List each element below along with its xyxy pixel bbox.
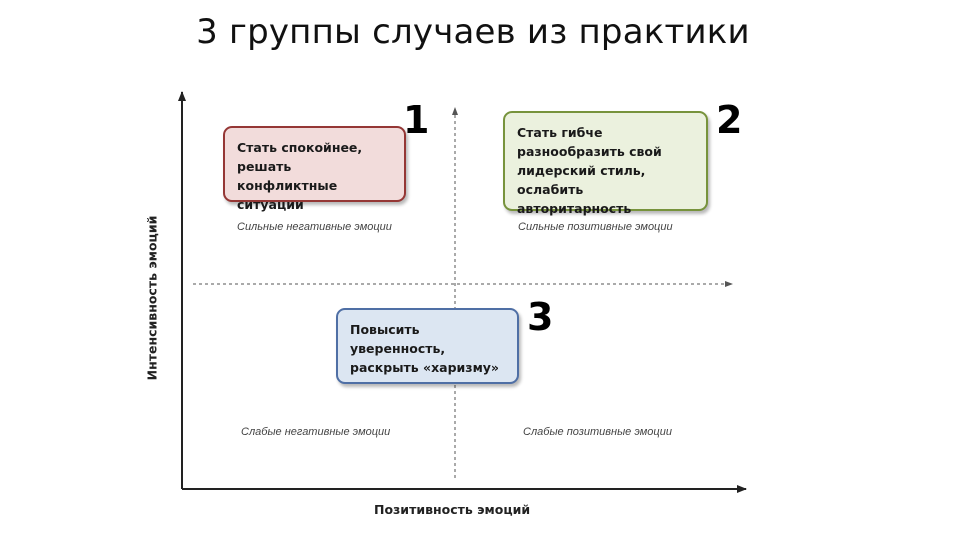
quadrant-label-strong-negative: Сильные негативные эмоции [237,221,392,233]
y-axis-label: Интенсивность эмоций [144,215,160,381]
group-1-box: Стать спокойнее, решать конфликтные ситу… [223,126,406,212]
quadrant-label-strong-positive: Сильные позитивные эмоции [518,221,673,233]
x-axis-label: Позитивность эмоций [374,502,531,517]
quadrant-label-weak-positive: Слабые позитивные эмоции [523,426,672,438]
group-1-number: 1 [403,98,430,142]
slide-title: 3 группы случаев из практики [196,12,750,52]
group-2-number: 2 [716,98,743,142]
group-3-box: Повысить уверенность, раскрыть «харизму» [336,308,519,384]
group-2-box: Стать гибче разнообразить свой лидерский… [503,111,708,216]
group-3-number: 3 [527,295,554,339]
quadrant-label-weak-negative: Слабые негативные эмоции [241,426,391,438]
